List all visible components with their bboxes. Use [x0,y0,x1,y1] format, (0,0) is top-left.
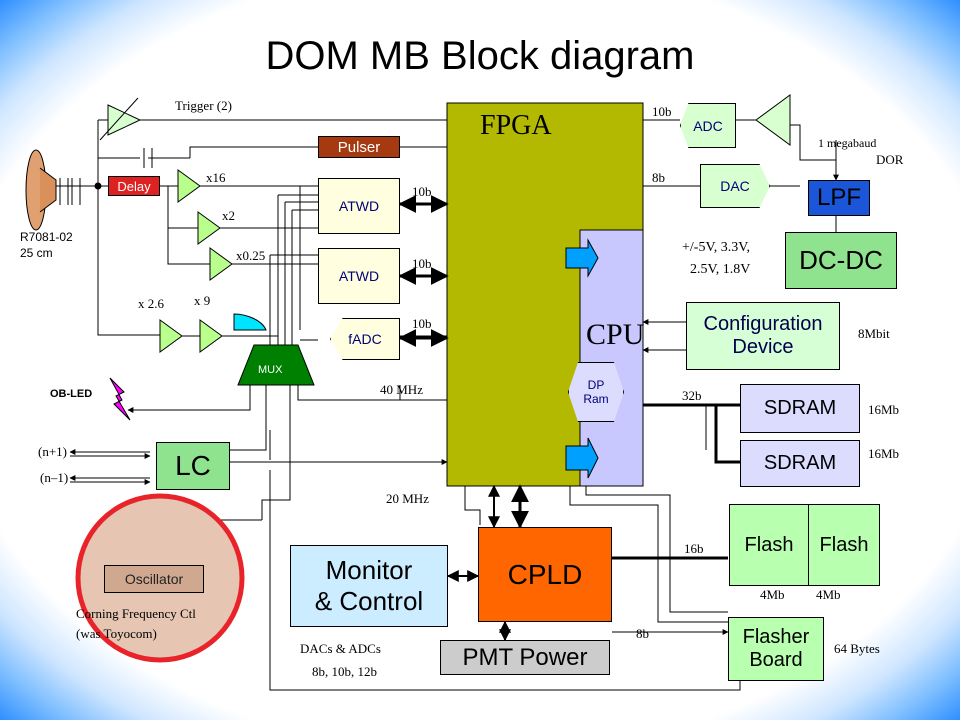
monitor-control-block: Monitor& Control [290,545,448,627]
flasher-size-label: 64 Bytes [834,641,880,656]
trigger-label: Trigger (2) [175,98,232,113]
cm25-label: 25 cm [20,246,53,260]
fadc-bus-label: 10b [412,316,432,331]
amp-x025 [209,247,233,281]
fadc-block: fADC [330,318,400,360]
flash-block-1: Flash [729,504,809,586]
oscillator-block: Oscillator [104,565,204,593]
x26-label: x 2.6 [138,296,164,311]
dcdc-block: DC-DC [785,232,897,289]
amp-x26 [159,319,183,353]
atwd-block-1: ATWD [318,178,400,234]
corning-label: Corning Frequency Ctl [76,606,196,621]
pmt-power-block: PMT Power [440,640,610,675]
delay-block: Delay [108,176,160,196]
flash-block-2: Flash [808,504,880,586]
sdram-bus-label: 32b [682,388,702,403]
obled-label: OB-LED [50,388,93,400]
sdram-block-2: SDRAM [740,440,860,487]
cpu-label: CPU [586,318,645,351]
fadc-label: fADC [348,331,382,347]
cpld-label: CPLD [507,558,583,590]
voltages-label-2: 2.5V, 1.8V [690,262,751,277]
bit-widths-label: 8b, 10b, 12b [312,664,377,679]
adc-bus-label: 10b [652,104,672,119]
amp-x9 [199,319,223,353]
atwd-label-1: ATWD [338,198,380,214]
dacs-adcs-label: DACs & ADCs [300,641,381,656]
monitor-label-2: & Control [314,586,424,616]
atwd-block-2: ATWD [318,248,400,304]
dor-label: DOR [876,152,904,167]
adc-block: ADC [680,103,736,148]
lpf-block: LPF [808,180,870,216]
flash-label-2: Flash [819,533,869,556]
dp-label-2: Ram [583,392,609,406]
dac-bus-label: 8b [652,170,665,185]
amp-x2 [197,211,221,245]
page-title: DOM MB Block diagram [265,34,695,78]
sdram2-size-label: 16Mb [868,446,900,461]
lc-link-upper [70,452,150,456]
cpld-block: CPLD [478,527,612,622]
dac-label: DAC [720,178,750,194]
nplus-label: (n+1) [38,444,67,459]
atwd-label-2: ATWD [338,268,380,284]
ob-led-icon [109,377,131,421]
clock40-label: 40 MHz [380,382,423,397]
megabaud-label: 1 megabaud [818,136,877,150]
sdram-label-2: SDRAM [763,452,837,474]
oscillator-label: Oscillator [124,571,184,587]
atwd2-bus-label: 10b [412,256,432,271]
config-label-2: Device [732,336,794,358]
clock20-label: 20 MHz [386,491,429,506]
pmt-icon [25,149,81,231]
pulser-label: Pulser [337,138,381,156]
mux-shape [237,344,315,386]
pmt-power-label: PMT Power [462,643,588,671]
x16-label: x16 [206,170,226,185]
flash2-size-label: 4Mb [816,587,841,602]
dor-receiver-amp [755,94,791,146]
x025-label: x0.25 [236,248,266,263]
config-size-label: 8Mbit [858,326,890,341]
lc-label: LC [175,450,211,481]
dcdc-label: DC-DC [799,245,883,275]
flash1-size-label: 4Mb [760,587,785,602]
adc-label: ADC [693,117,723,134]
fpga-label: FPGA [480,110,552,141]
pulser-block: Pulser [318,136,400,158]
x9-label: x 9 [194,293,211,308]
lc-link-lower [70,478,150,482]
delay-label: Delay [117,178,151,194]
flasher-label-1: Flasher [742,626,810,648]
dac-block: DAC [700,164,770,208]
toyocom-label: (was Toyocom) [76,626,157,641]
config-label-1: Configuration [703,313,823,335]
mux-label: MUX [258,364,283,376]
flasher-bus-label: 8b [636,626,649,641]
lc-block: LC [156,442,230,490]
atwd1-bus-label: 10b [412,184,432,199]
sdram-label-1: SDRAM [763,397,837,419]
dp-label-1: DP [587,378,605,392]
flash-label-1: Flash [744,533,794,556]
amp-x16 [177,169,201,203]
x2-label: x2 [222,208,235,223]
flash-bus-label: 16b [684,541,704,556]
nminus-label: (n–1) [40,470,69,485]
trigger-discriminator [107,104,142,136]
monitor-label-1: Monitor [325,555,413,585]
lpf-label: LPF [816,184,861,211]
voltages-label-1: +/-5V, 3.3V, [682,240,751,255]
sdram-block-1: SDRAM [740,384,860,433]
sdram1-size-label: 16Mb [868,402,900,417]
flasher-label-2: Board [749,649,803,671]
r7081-label: R7081-02 [20,230,73,244]
